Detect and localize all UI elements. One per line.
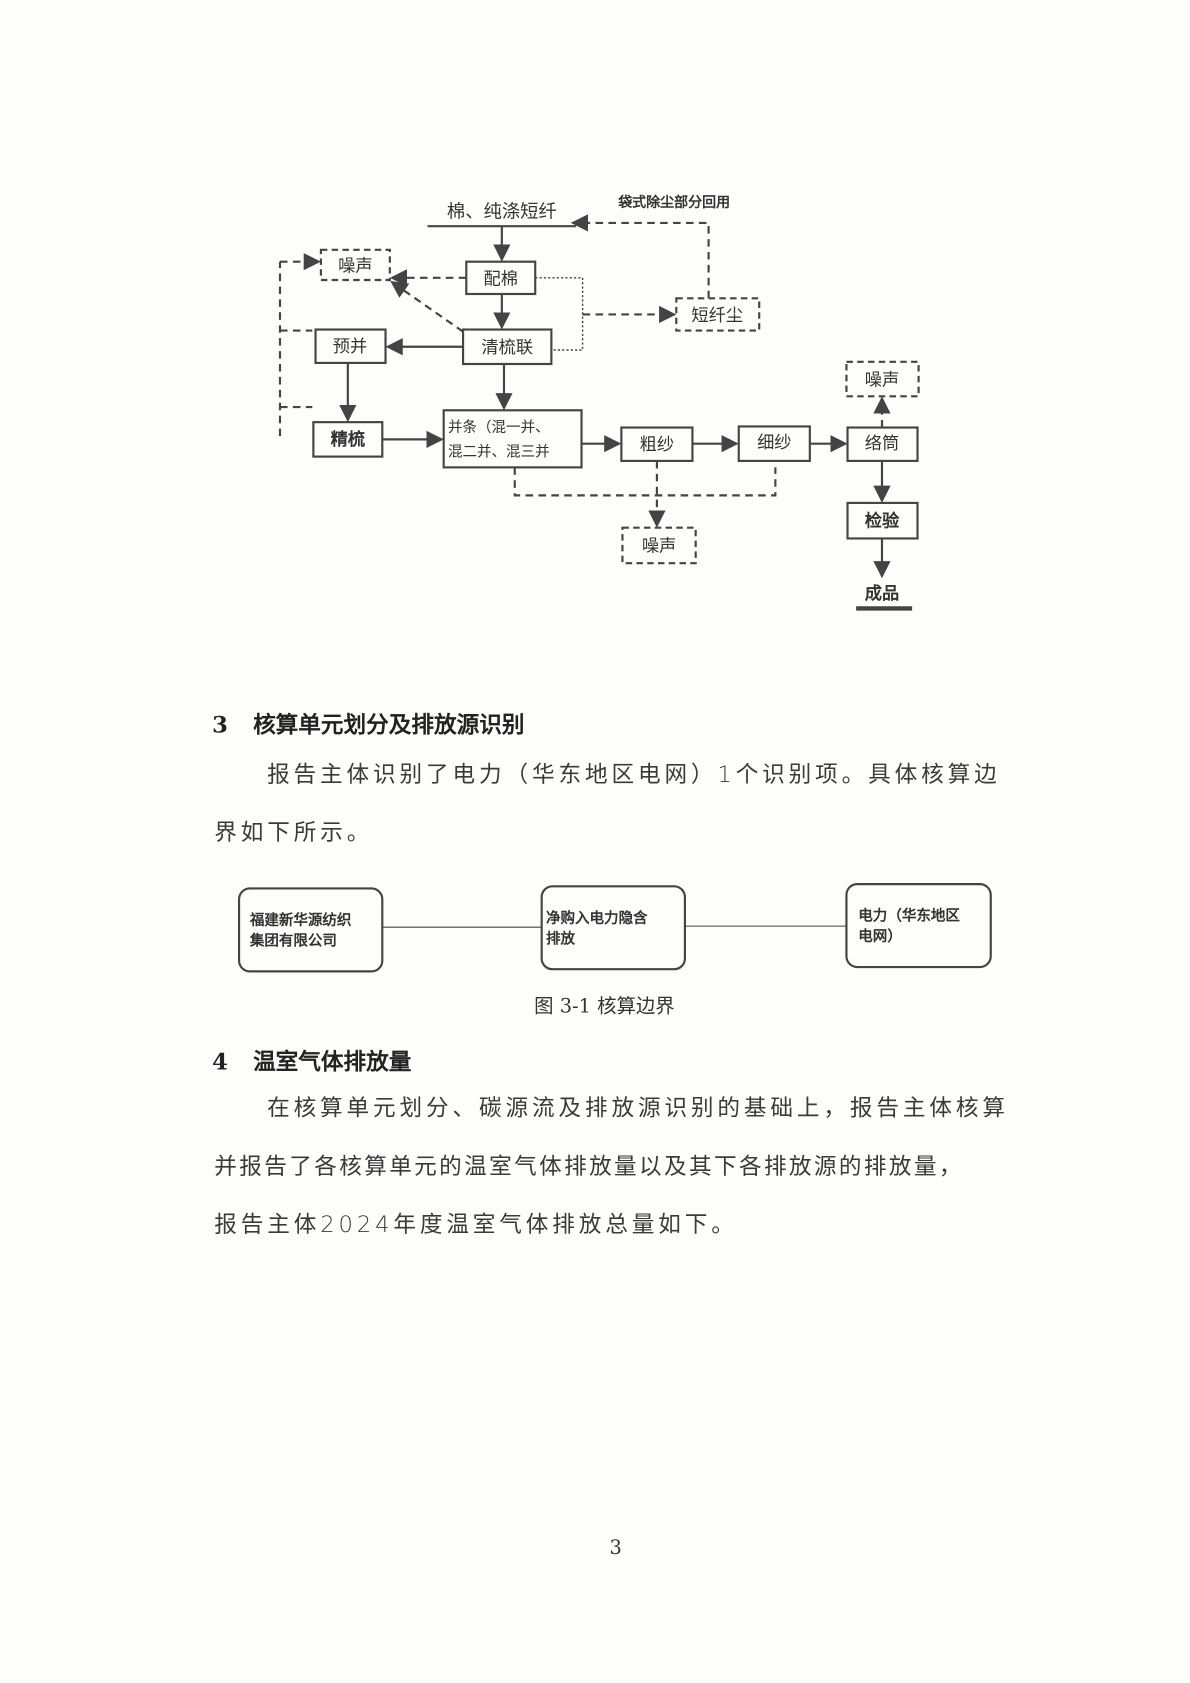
source-line-1: 电力（华东地区 bbox=[858, 907, 960, 925]
jingshu-label: 精梳 bbox=[331, 429, 365, 450]
yubing-label: 预并 bbox=[333, 337, 367, 357]
noise-label-3: 噪声 bbox=[642, 536, 676, 556]
source-line-2: 电网） bbox=[858, 927, 902, 945]
box-dust bbox=[675, 297, 761, 332]
cusha-label: 粗纱 bbox=[640, 435, 674, 455]
figure-caption: 图 3-1 核算边界 bbox=[534, 995, 675, 1018]
box-bingtiao bbox=[442, 409, 583, 469]
xisha-label: 细纱 bbox=[757, 433, 791, 453]
section-4-paragraph-line-1: 在核算单元划分、碳源流及排放源识别的基础上，报告主体核算 bbox=[267, 1095, 1009, 1122]
noise-label-2: 噪声 bbox=[865, 371, 899, 391]
raw-material-label: 棉、纯涤短纤 bbox=[447, 202, 557, 223]
section-3-paragraph-line-1: 报告主体识别了电力（华东地区电网）1个识别项。具体核算边 bbox=[267, 761, 1001, 788]
boundary-box-emission bbox=[540, 885, 686, 971]
boundary-box-source bbox=[845, 883, 992, 969]
company-line-1: 福建新华源纺织 bbox=[249, 911, 352, 929]
box-noise-1 bbox=[319, 248, 391, 282]
recycle-label: 袋式除尘部分回用 bbox=[617, 194, 730, 211]
section-4-paragraph-line-3: 报告主体2024年度温室气体排放总量如下。 bbox=[214, 1211, 738, 1238]
bingtiao-label-1: 并条（混一并、 bbox=[448, 419, 550, 436]
section-4-paragraph-line-2: 并报告了各核算单元的温室气体排放量以及其下各排放源的排放量， bbox=[214, 1153, 964, 1180]
bingtiao-label-2: 混二并、混三并 bbox=[448, 444, 550, 461]
noise-label-1: 噪声 bbox=[338, 256, 372, 276]
emission-line-1: 净购入电力隐含 bbox=[546, 909, 648, 927]
boundary-box-company bbox=[237, 887, 384, 973]
dust-label: 短纤尘 bbox=[691, 306, 743, 326]
section-3-paragraph-line-2: 界如下所示。 bbox=[214, 819, 374, 846]
box-noise-3 bbox=[621, 526, 697, 565]
qingshulian-label: 清梳联 bbox=[481, 338, 533, 358]
jianyan-label: 检验 bbox=[865, 511, 900, 532]
product-label: 成品 bbox=[865, 583, 899, 604]
boundary-diagram: 福建新华源纺织 集团有限公司 净购入电力隐含 排放 电力（华东地区 电网） bbox=[237, 883, 992, 973]
emission-line-2: 排放 bbox=[546, 929, 576, 947]
luotong-label: 络筒 bbox=[865, 434, 899, 454]
company-line-2: 集团有限公司 bbox=[249, 932, 337, 950]
page-number: 3 bbox=[609, 1536, 622, 1560]
process-flowchart: 棉、纯涤短纤 袋式除尘部分回用 噪声 配棉 短纤尘 预并 清梳联 噪声 精梳 并… bbox=[278, 194, 920, 611]
peimian-label: 配棉 bbox=[484, 269, 518, 289]
